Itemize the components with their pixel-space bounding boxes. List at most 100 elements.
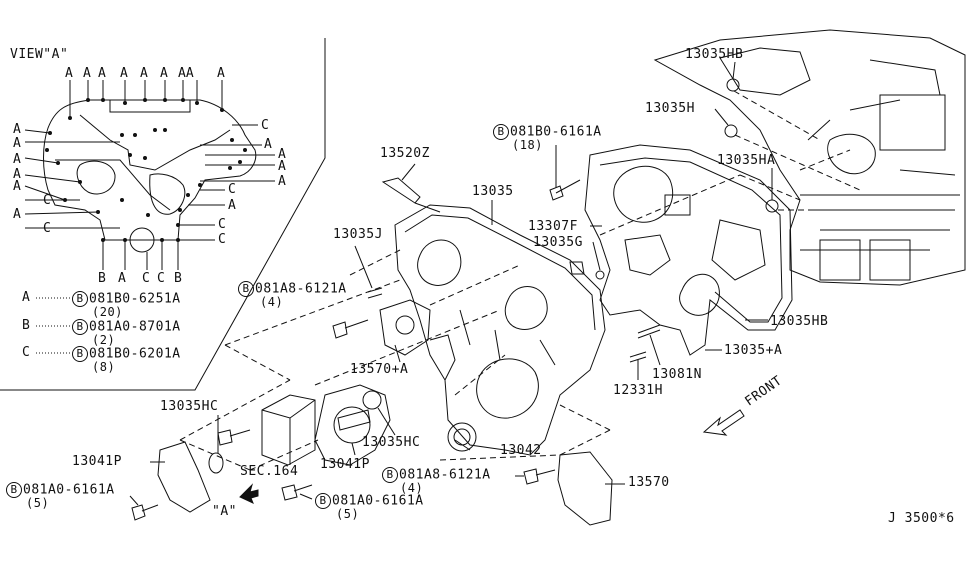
part-label: 13041P: [320, 457, 370, 472]
view-letter: A: [140, 66, 148, 81]
part-label: 13035HC: [160, 399, 219, 414]
cover-13570A: [379, 299, 431, 356]
bolt-b-icon: B: [72, 346, 88, 362]
view-letter: A: [13, 179, 21, 194]
view-letter: A: [13, 122, 21, 137]
legend-part: 081B0-6201A: [89, 346, 181, 362]
part-label: 13035HA: [717, 153, 776, 168]
view-letter: A: [118, 271, 126, 286]
gasket-13570: [557, 451, 613, 526]
dashed-guide-lines: [179, 90, 861, 471]
view-letter: A: [278, 147, 286, 162]
bolt-qty: (4): [400, 481, 424, 495]
view-letter: A: [278, 159, 286, 174]
bolt-b-icon: B: [493, 124, 509, 140]
pump-module: [261, 394, 316, 466]
bolt-b-icon: B: [382, 467, 398, 483]
part-label: 13520Z: [380, 146, 430, 161]
view-a-bolt-points: [45, 98, 247, 242]
part-label: 13035HB: [770, 314, 829, 329]
view-a-boundary: [0, 38, 326, 391]
view-letter: C: [157, 271, 165, 286]
part-label: 13035G: [533, 235, 583, 250]
part-label: 13035H: [645, 101, 695, 116]
view-letter: C: [142, 271, 150, 286]
bolt-qty: (4): [260, 295, 284, 309]
bolt-b-icon: B: [6, 482, 22, 498]
view-letter: A: [65, 66, 73, 81]
washer-13035G: [595, 270, 605, 280]
bolt-shapes: [131, 179, 661, 521]
legend-dotted-lines: [36, 297, 70, 354]
part-label: 13081N: [652, 367, 702, 382]
view-letter: A: [98, 66, 106, 81]
water-pump-housing: [314, 384, 391, 466]
view-letter: A: [13, 167, 21, 182]
view-letter: A: [83, 66, 91, 81]
view-letter: B: [98, 271, 106, 286]
view-letter: A: [13, 136, 21, 151]
view-a-leaders: [24, 80, 275, 270]
bolt-part: 081A8-6121A: [399, 467, 491, 483]
bolt-b-icon: B: [72, 319, 88, 335]
view-letter: C: [43, 193, 51, 208]
part-label: 13041P: [72, 454, 122, 469]
part-leader-lines: [129, 61, 773, 506]
view-a-marker: "A": [212, 504, 237, 519]
part-label: 13035HC: [362, 435, 421, 450]
view-letter: A: [120, 66, 128, 81]
view-letter: A: [228, 198, 236, 213]
bolt-part: 081A0-6161A: [23, 482, 115, 498]
plug-13035H: [724, 124, 738, 138]
bolt-b-icon: B: [72, 291, 88, 307]
part-label: 13570: [628, 475, 670, 490]
part-label: 12331H: [613, 383, 663, 398]
bolt-qty: (5): [26, 496, 50, 510]
view-letter: A: [160, 66, 168, 81]
front-timing-cover: [394, 204, 606, 456]
bolt-b-icon: B: [315, 493, 331, 509]
legend-part: 081A0-8701A: [89, 319, 181, 335]
legend-part: 081B0-6251A: [89, 291, 181, 307]
view-letter: C: [218, 232, 226, 247]
view-letter: A: [217, 66, 225, 81]
dipstick-guide: [381, 177, 421, 204]
legend-qty: (2): [92, 333, 116, 347]
view-letter: A: [264, 137, 272, 152]
legend-row-a: A: [22, 291, 30, 305]
drawing-code: J 3500*6: [888, 511, 955, 526]
view-letter: A: [13, 207, 21, 222]
legend-row-c: C: [22, 346, 30, 360]
view-letter: A: [278, 174, 286, 189]
bolt-qty: (18): [512, 138, 543, 152]
bolt-part: 081B0-6161A: [510, 124, 602, 140]
part-label: 13035J: [333, 227, 383, 242]
oil-seal-13042: [447, 422, 477, 452]
legend-row-b: B: [22, 319, 30, 333]
o-ring-13035HC-mid: [362, 390, 382, 410]
legend-key: A: [22, 290, 31, 305]
view-letter: A: [13, 152, 21, 167]
view-letter: C: [218, 217, 226, 232]
view-letter: C: [43, 221, 51, 236]
part-label: 13042: [500, 443, 542, 458]
legend-key: C: [22, 345, 31, 360]
bolt-part: 081A8-6121A: [255, 281, 347, 297]
section-ref: SEC.164: [240, 464, 299, 479]
legend-key: B: [22, 318, 31, 333]
part-label: 13035HB: [685, 47, 744, 62]
part-label: 13035+A: [724, 343, 783, 358]
front-arrow: [702, 409, 745, 436]
legend-qty: (8): [92, 360, 116, 374]
rear-timing-cover: [584, 144, 793, 356]
bolt-qty: (5): [336, 507, 360, 521]
gasket-13041P-left: [157, 441, 211, 513]
